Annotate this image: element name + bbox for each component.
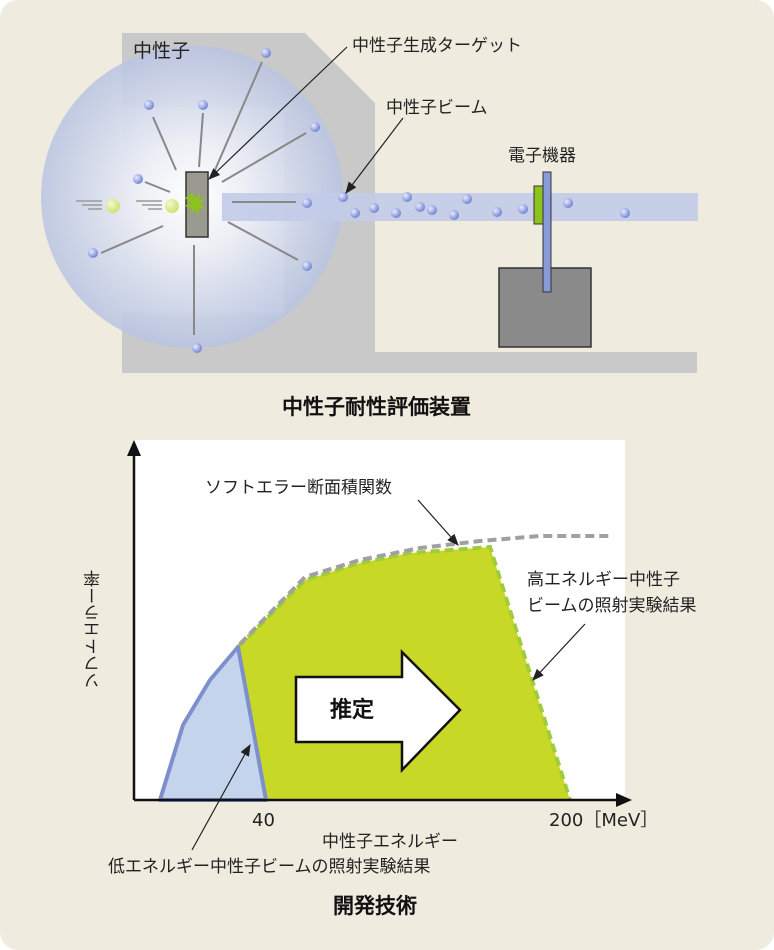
x-axis-arrowhead [616, 793, 632, 807]
estimation-arrow [294, 648, 462, 774]
soft-error-cross-section-curve [238, 534, 610, 646]
proton-particles [76, 199, 179, 213]
low-energy-label: 低エネルギー中性子ビームの照射実験結果 [108, 857, 431, 877]
y-axis-label: ソフトエラー率 [84, 570, 104, 689]
high-energy-label-1: 高エネルギー中性子 [527, 570, 680, 590]
high-energy-leader [532, 623, 586, 681]
neutron-rays [100, 61, 307, 335]
device-chip [533, 185, 544, 225]
collision-burst-icon [184, 191, 206, 216]
high-energy-label-2: ビームの照射実験結果 [527, 596, 697, 616]
target-leader [208, 46, 348, 180]
curve-label: ソフトエラー断面積関数 [205, 478, 392, 498]
arrow-label: 推定 [330, 698, 375, 723]
neutron-label: 中性子 [133, 40, 191, 62]
x-tick-200: 200［MeV］ [549, 810, 659, 831]
y-axis-arrowhead [127, 440, 141, 456]
device-board [542, 171, 552, 293]
neutron-beam [222, 193, 698, 221]
target-label: 中性子生成ターゲット [352, 36, 522, 56]
beam-leader [345, 117, 404, 194]
x-tick-40: 40 [252, 810, 275, 831]
chart-title: 開発技術 [333, 894, 417, 918]
low-energy-leader [191, 743, 251, 851]
beam-label: 中性子ビーム [386, 98, 488, 118]
device-label: 電子機器 [508, 146, 576, 166]
neutron-particles [88, 48, 630, 353]
apparatus-title: 中性子耐性評価装置 [282, 395, 471, 419]
curve-leader [417, 499, 459, 546]
x-axis-label: 中性子エネルギー [322, 832, 458, 852]
